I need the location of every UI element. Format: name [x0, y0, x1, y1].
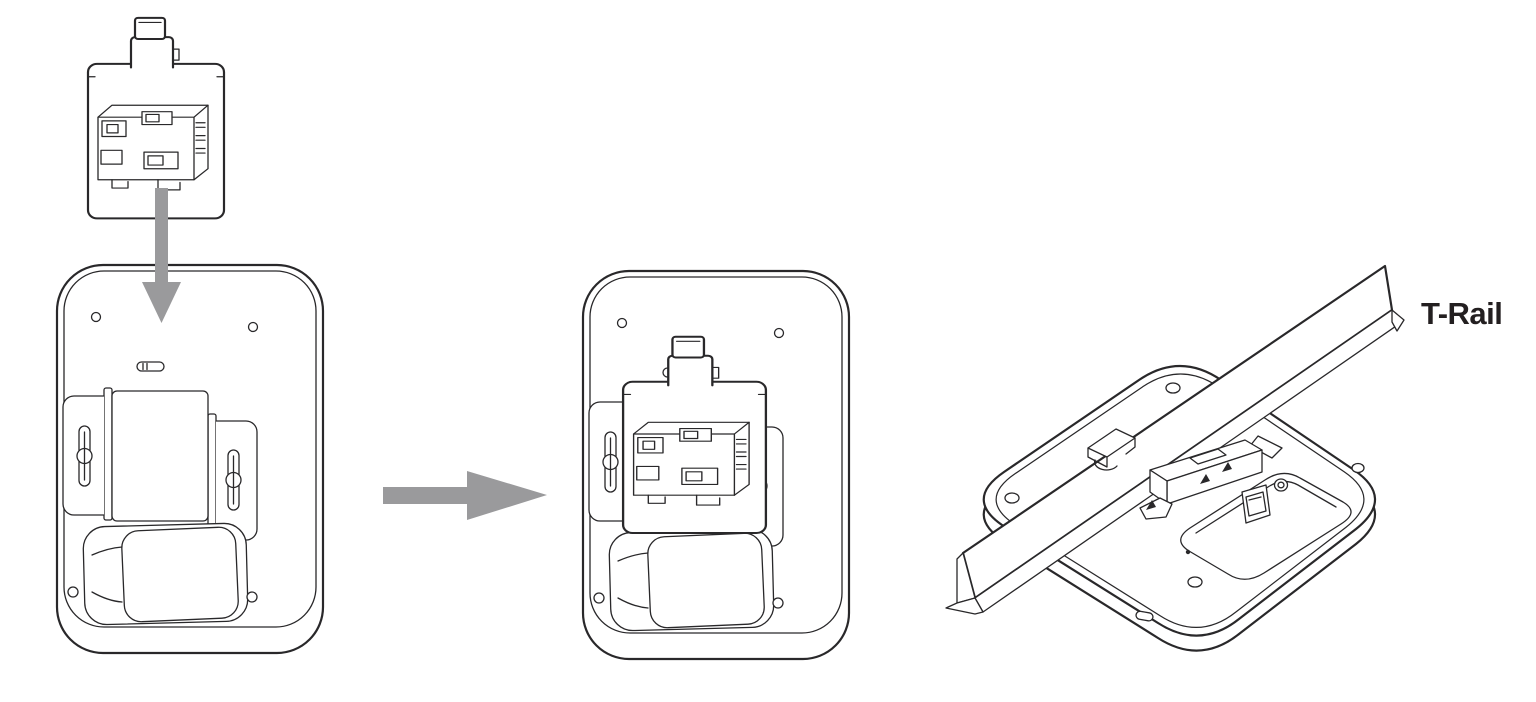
arrow-down-icon [142, 188, 181, 323]
arrow-right-icon [383, 471, 547, 520]
panel-ap-on-t-rail [945, 264, 1405, 652]
panel-ap-with-bracket [581, 269, 851, 661]
screw-hole [1004, 492, 1020, 504]
connector-boss [1273, 478, 1289, 492]
ap-back-with-bracket [581, 269, 851, 661]
screw-hole [1187, 576, 1203, 588]
ap-back-view [55, 263, 325, 655]
screw-hole [1165, 382, 1181, 394]
usb-slot [1135, 610, 1154, 622]
screw-hole [1351, 462, 1365, 474]
bracket-recess [111, 390, 209, 522]
ethernet-port [1241, 484, 1271, 524]
bracket-clip-on-rail [1087, 428, 1283, 520]
ap-isometric-view [982, 364, 1377, 652]
t-rail-label: T-Rail [1421, 296, 1503, 331]
cable-bay [1180, 472, 1352, 580]
panel-bracket-and-ap-back [55, 16, 325, 655]
